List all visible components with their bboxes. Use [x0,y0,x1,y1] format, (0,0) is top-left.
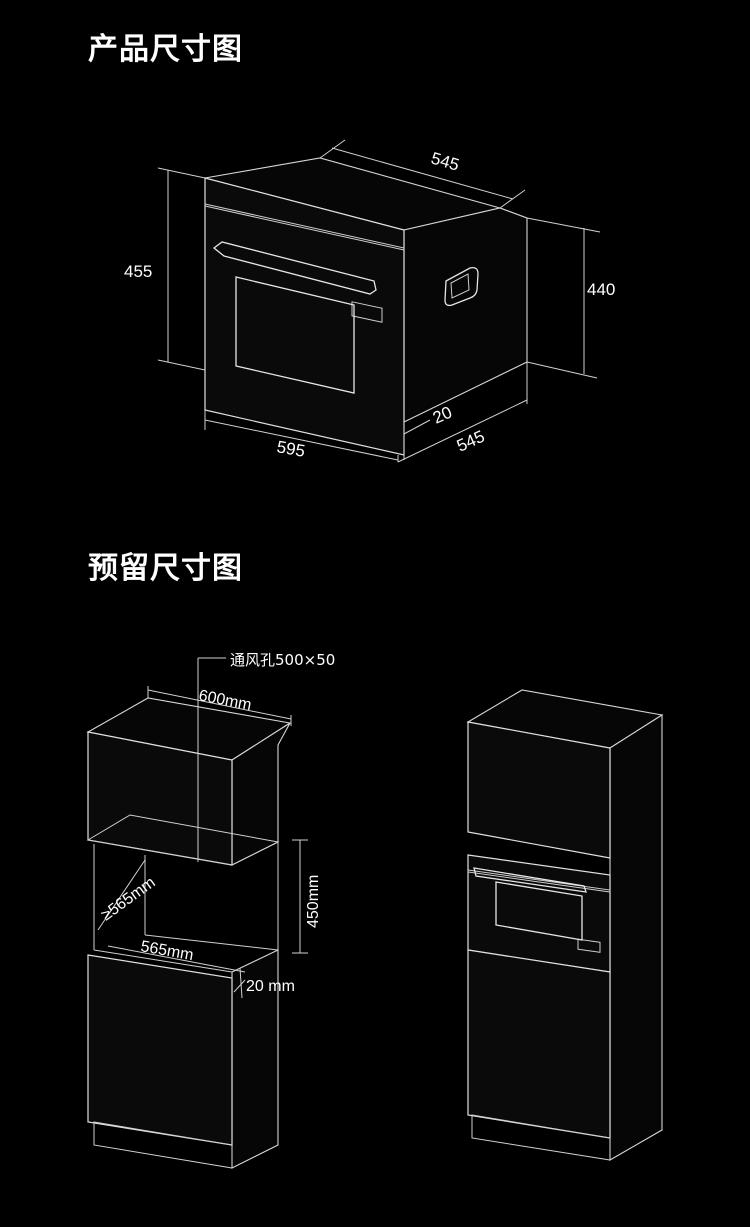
left-cabinet-top [86,697,292,761]
product-dimensions-title: 产品尺寸图 [88,32,243,67]
installed-oven [467,854,611,973]
oven-window [235,276,355,394]
oven-side-face [403,207,528,423]
installed-oven-handle [473,867,587,893]
dimension-lines [157,139,601,463]
oven-product-dimension-drawing: 545 440 455 595 20 545 [124,139,615,463]
left-lower-door [87,954,233,1146]
dim-width: 600mm [197,687,253,714]
left-upper-door [87,731,233,866]
reserve-dimensions-title: 预留尺寸图 [88,551,243,586]
dim-inner-width: 565mm [139,938,195,964]
right-cabinet [466,689,664,1161]
control-display [351,301,383,323]
right-upper-door [467,721,611,859]
vent-label: 通风孔500×50 [230,651,335,669]
dim-top-depth: 545 [429,149,462,175]
door-handle [212,241,377,295]
reserve-dimension-lines [97,686,308,999]
dim-right-height: 440 [587,280,615,299]
dim-depth: ≥565mm [98,874,158,924]
dim-height: 450mm [305,875,322,928]
right-cabinet-top [466,689,664,749]
installed-oven-window [495,881,583,941]
oven-body [204,157,528,456]
dim-bottom-depth: 545 [454,427,488,456]
left-cabinet [86,697,292,1169]
right-lower-door [467,949,611,1139]
dim-offset: 20 mm [246,978,295,995]
dim-front-width: 595 [275,437,306,461]
installed-oven-display [577,938,601,953]
dim-left-height: 455 [124,262,152,281]
side-handle-icon [444,266,479,307]
